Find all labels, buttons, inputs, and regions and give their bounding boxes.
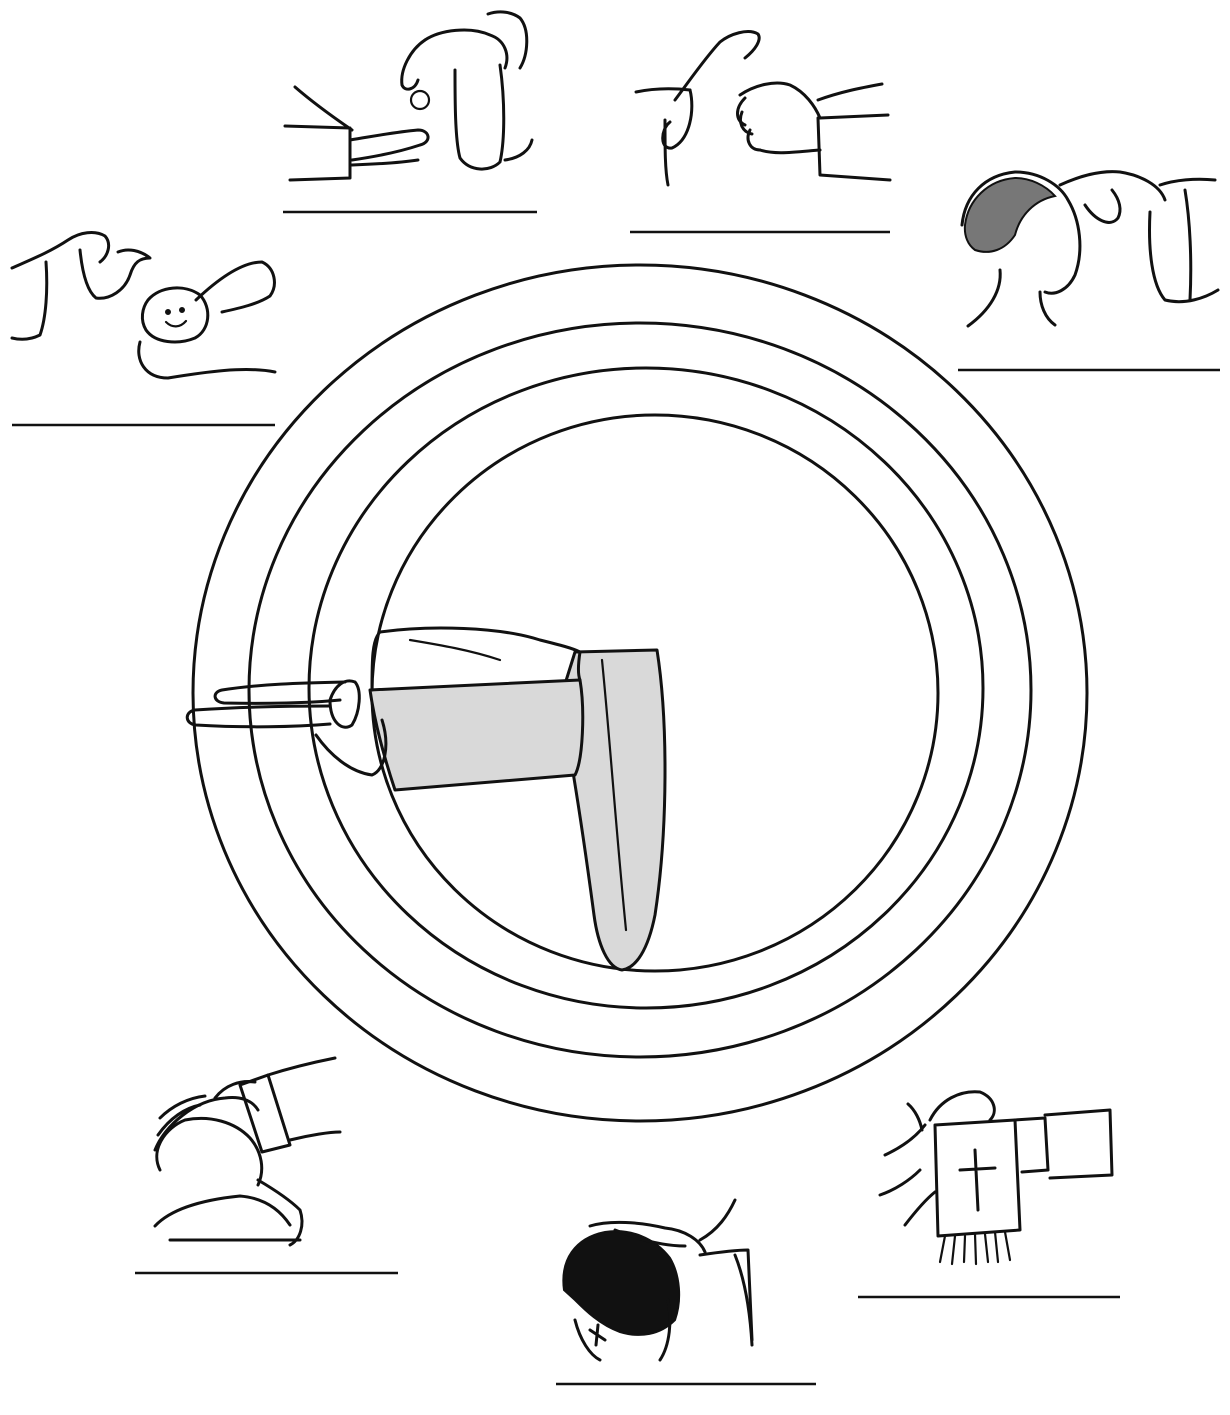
reconciliation-stole-icon [880, 1092, 1112, 1264]
confirmation-icon [962, 172, 1218, 326]
matrimony-hands-icon [636, 32, 890, 185]
baptism-icon [12, 233, 275, 378]
anointing-of-sick-icon [155, 1058, 340, 1245]
holy-orders-icon [563, 1200, 752, 1360]
communion-icon [285, 12, 532, 180]
